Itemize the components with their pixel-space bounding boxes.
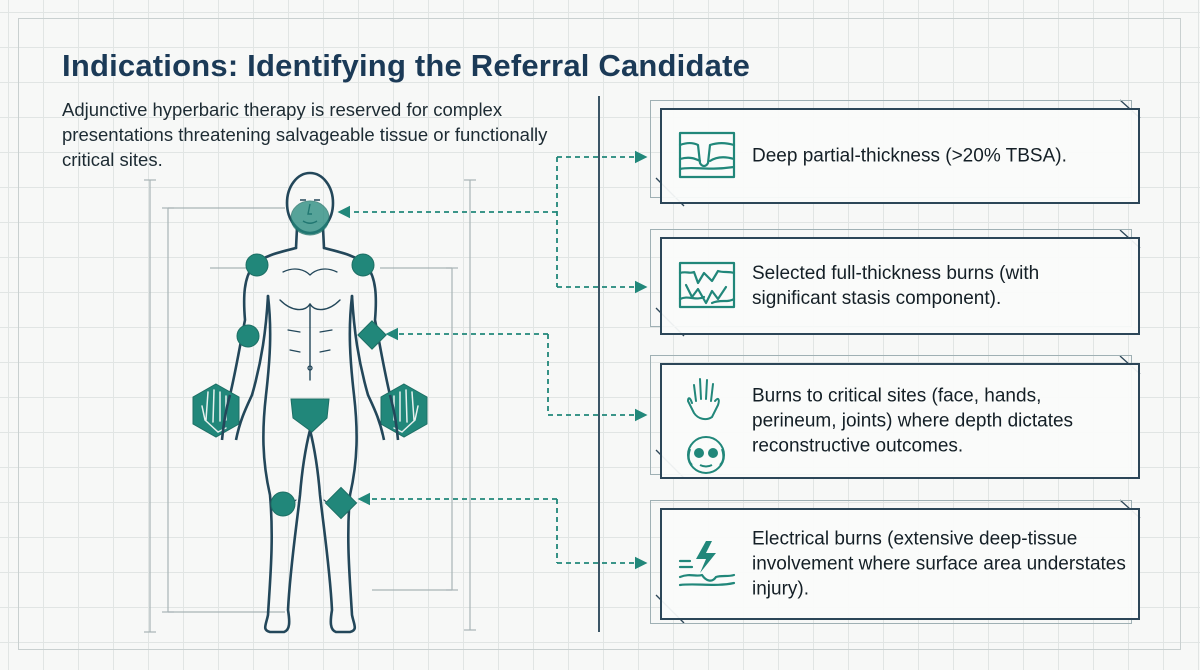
- hand-icon: [687, 378, 720, 421]
- hand-and-face-icon: [684, 375, 736, 481]
- full-thickness-tissue-icon: [676, 259, 738, 313]
- indication-card-deep-partial: Deep partial-thickness (>20% TBSA).: [660, 108, 1140, 204]
- outer-frame: [18, 18, 1181, 650]
- page-title: Indications: Identifying the Referral Ca…: [62, 48, 751, 83]
- skin-layer-icon: [676, 129, 738, 183]
- indication-card-full-thickness: Selected full-thickness burns (with sign…: [660, 237, 1140, 335]
- card-4-text: Electrical burns (extensive deep-tissue …: [752, 528, 1126, 600]
- card-2-text: Selected full-thickness burns (with sign…: [752, 263, 1040, 309]
- indication-card-critical-sites: Burns to critical sites (face, hands, pe…: [660, 363, 1140, 479]
- card-1-text: Deep partial-thickness (>20% TBSA).: [752, 145, 1067, 167]
- vertical-divider: [598, 96, 600, 632]
- card-3-text: Burns to critical sites (face, hands, pe…: [752, 385, 1074, 457]
- face-icon: [687, 436, 725, 474]
- page-subtitle: Adjunctive hyperbaric therapy is reserve…: [62, 99, 548, 170]
- electrical-bolt-icon: [676, 537, 738, 591]
- indication-card-electrical: Electrical burns (extensive deep-tissue …: [660, 508, 1140, 620]
